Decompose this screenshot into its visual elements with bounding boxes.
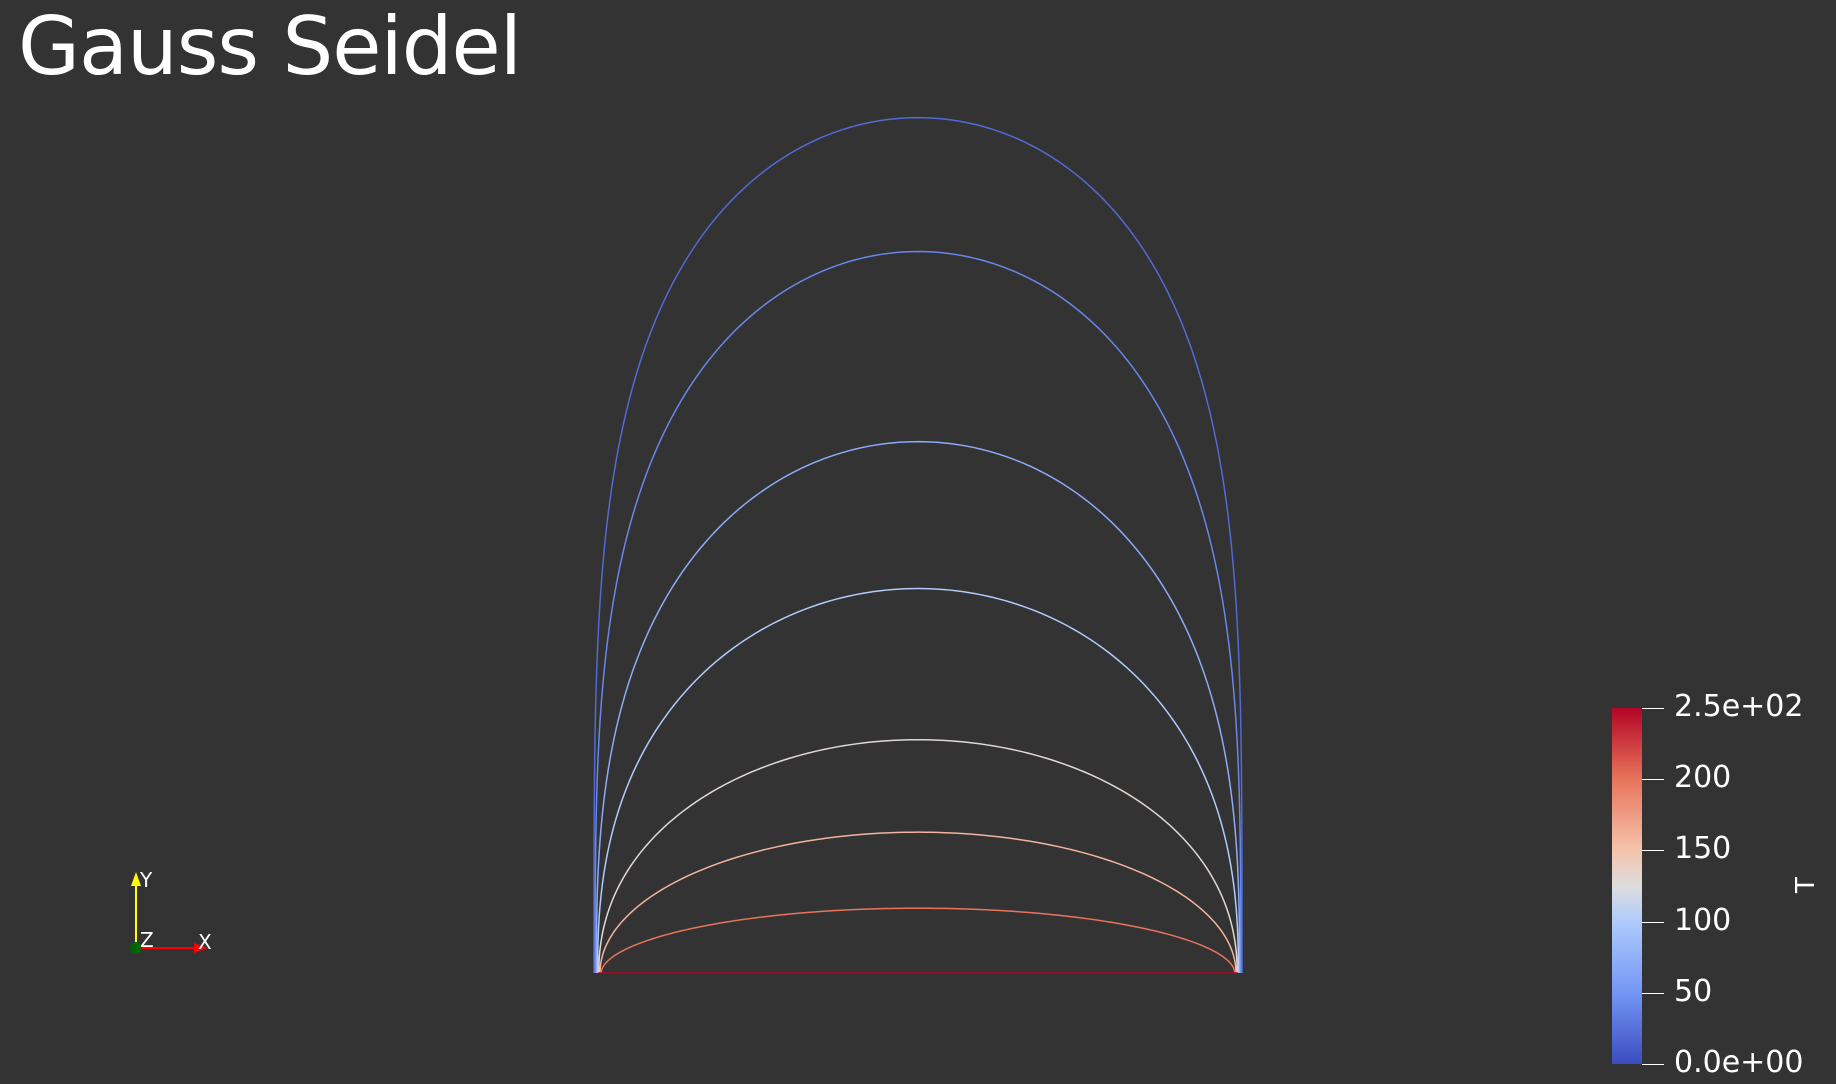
axis-z-label: Z <box>140 928 154 952</box>
color-legend-title: T <box>1790 877 1821 893</box>
color-legend-tick <box>1642 779 1664 780</box>
contour-line-70 <box>595 440 1241 974</box>
color-legend-gradient <box>1612 708 1642 1064</box>
color-legend-tick <box>1642 922 1664 923</box>
orientation-axes[interactable]: Y Z X <box>120 860 230 960</box>
contour-line-40 <box>594 250 1242 974</box>
color-legend-label: 2.5e+02 <box>1674 689 1804 724</box>
color-legend-label: 150 <box>1674 831 1732 866</box>
axis-y-label: Y <box>140 868 153 892</box>
axis-x-label: X <box>198 930 212 954</box>
contour-line-20 <box>593 116 1243 974</box>
color-legend: 2.5e+02 200 150 100 50 0.0e+00 <box>1612 692 1803 1078</box>
contour-line-100 <box>596 587 1240 974</box>
color-legend-label: 200 <box>1674 760 1732 795</box>
color-legend-tick <box>1642 708 1664 709</box>
color-legend-label: 50 <box>1674 974 1713 1009</box>
contour-line-130 <box>598 738 1238 974</box>
contour-line-200 <box>600 907 1236 974</box>
color-legend-tick <box>1642 850 1664 851</box>
color-legend-tick <box>1642 993 1664 994</box>
color-legend-label: 0.0e+00 <box>1674 1045 1804 1080</box>
color-legend-tick <box>1642 1064 1664 1065</box>
contour-line-160 <box>599 831 1237 974</box>
viewport-title: Gauss Seidel <box>18 0 522 93</box>
orientation-axes-glyph <box>130 872 208 954</box>
color-legend-label: 100 <box>1674 903 1732 938</box>
